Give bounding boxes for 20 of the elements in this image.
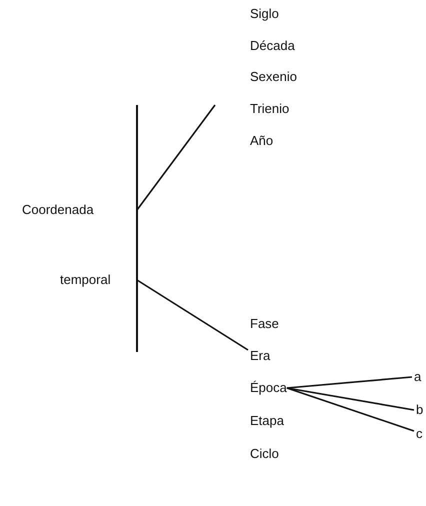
term-label: Década (250, 38, 295, 54)
connector-line (286, 387, 414, 411)
term-label: Era (250, 348, 270, 364)
connector-line (136, 104, 216, 210)
term-label: b (416, 402, 424, 418)
term-label: Sexenio (250, 69, 297, 85)
term-label: Fase (250, 316, 279, 332)
term-label: Trienio (250, 101, 290, 117)
term-label: a (414, 369, 422, 385)
term-label: c (416, 426, 422, 442)
connector-line (286, 387, 414, 432)
connector-line (286, 376, 412, 389)
connector-line (136, 279, 248, 351)
term-label: Etapa (250, 413, 284, 429)
term-label: Siglo (250, 6, 279, 22)
term-label: Coordenada (22, 202, 136, 218)
term-label: Época (250, 380, 287, 396)
term-label: temporal (60, 272, 111, 288)
term-label: Año (250, 133, 274, 149)
term-label: Ciclo (250, 446, 279, 462)
